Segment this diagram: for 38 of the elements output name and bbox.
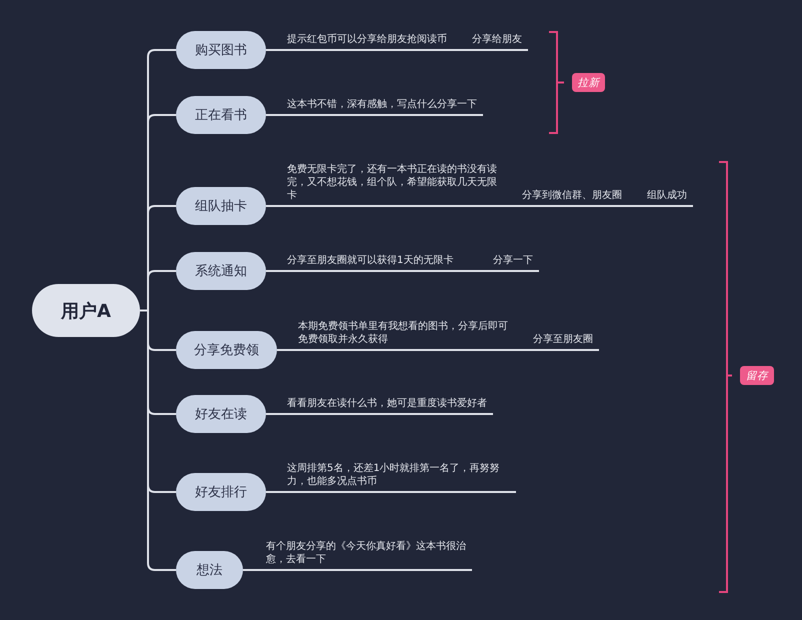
topic-pill: 正在看书 <box>176 96 266 134</box>
connector-line <box>628 205 638 207</box>
connector-line <box>474 270 484 272</box>
summary-tag: 留存 <box>740 366 774 385</box>
connector-line <box>514 349 524 351</box>
underlined-topic: 有个朋友分享的《今天你真好看》这本书很治愈，去看一下 <box>257 540 472 571</box>
connector-line <box>277 349 289 351</box>
topic-pill: 好友在读 <box>176 395 266 433</box>
underlined-topic: 分享至朋友圈 <box>524 333 599 351</box>
topic-pill: 组队抽卡 <box>176 187 266 225</box>
connector-line <box>266 491 278 493</box>
topic-pill: 购买图书 <box>176 31 266 69</box>
central-topic: 用户A <box>32 284 140 337</box>
topic-pill: 分享免费领 <box>176 331 277 369</box>
summary-tag: 拉新 <box>572 73 605 92</box>
connector-line <box>266 205 278 207</box>
underlined-topic: 这本书不错，深有感触，写点什么分享一下 <box>278 98 483 116</box>
topic-pill: 好友排行 <box>176 473 266 511</box>
underlined-topic: 分享给朋友 <box>463 33 528 51</box>
connector-line <box>243 569 257 571</box>
underlined-topic: 本期免费领书单里有我想看的图书，分享后即可免费领取并永久获得 <box>289 320 514 351</box>
connector-line <box>503 205 513 207</box>
underlined-topic: 免费无限卡完了，还有一本书正在读的书没有读完，又不想花钱，组个队，希望能获取几天无限卡 <box>278 163 503 207</box>
connector-line <box>266 270 278 272</box>
connector-line <box>266 114 278 116</box>
underlined-topic: 分享至朋友圈就可以获得1天的无限卡 <box>278 254 474 272</box>
topic-pill: 系统通知 <box>176 252 266 290</box>
underlined-topic: 分享到微信群、朋友圈 <box>513 189 628 207</box>
underlined-topic: 看看朋友在读什么书，她可是重度读书爱好者 <box>278 397 493 415</box>
underlined-topic: 组队成功 <box>638 189 693 207</box>
connector-line <box>140 310 176 571</box>
connector-line <box>266 49 278 51</box>
underlined-topic: 提示红包币可以分享给朋友抢阅读币 <box>278 33 453 51</box>
connector-line <box>453 49 463 51</box>
underlined-topic: 分享一下 <box>484 254 539 272</box>
topic-pill: 想法 <box>176 551 243 589</box>
connector-line <box>266 413 278 415</box>
underlined-topic: 这周排第5名，还差1小时就排第一名了，再努努力，也能多况点书币 <box>278 462 516 493</box>
